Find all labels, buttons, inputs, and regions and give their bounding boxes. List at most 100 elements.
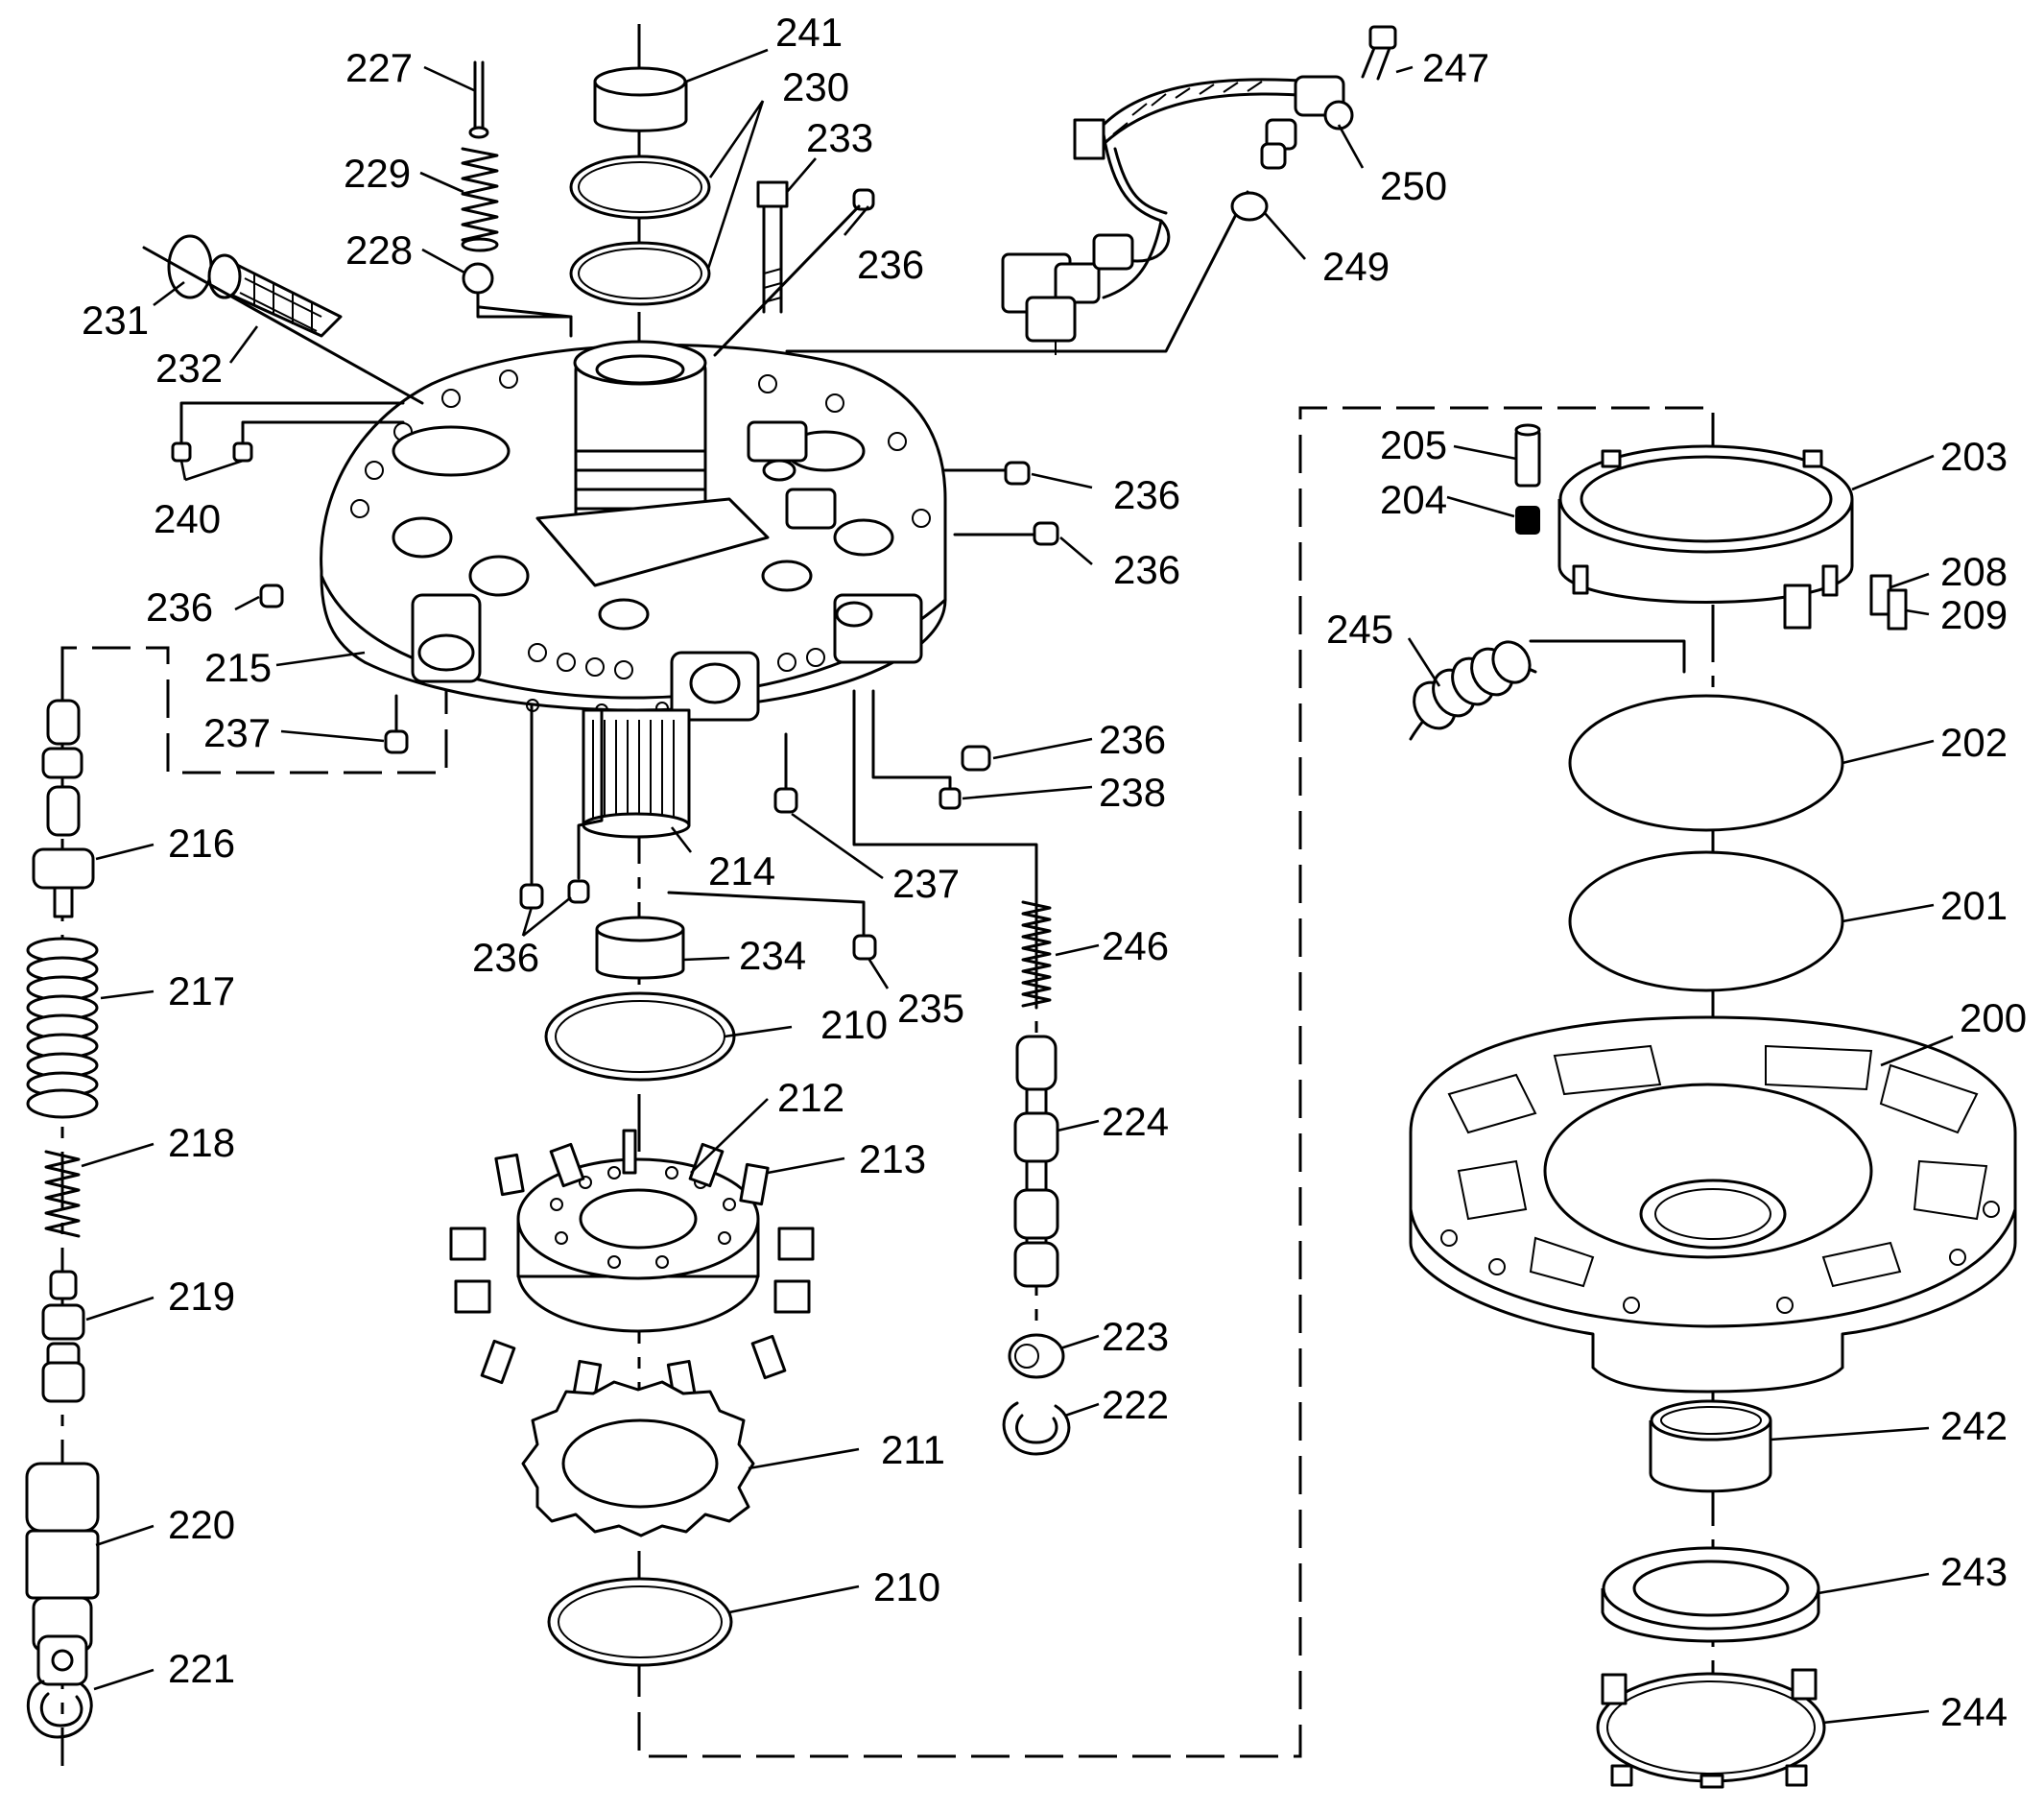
ring-203	[1557, 444, 1854, 630]
seal-ring-210-upper	[544, 991, 736, 1082]
label-223: 223	[1102, 1314, 1169, 1359]
plug-237-right	[773, 732, 798, 814]
plug-236-right-low	[961, 745, 991, 772]
plug-238	[871, 689, 962, 810]
label-209: 209	[1940, 592, 2008, 637]
label-202: 202	[1940, 720, 2008, 765]
label-224: 224	[1102, 1099, 1169, 1144]
label-249: 249	[1322, 244, 1390, 289]
label-200: 200	[1960, 995, 2027, 1040]
label-228: 228	[345, 227, 413, 273]
label-217: 217	[168, 968, 235, 1013]
bolt-247	[1361, 25, 1397, 81]
label-218: 218	[168, 1120, 235, 1165]
leader-lines	[81, 48, 1954, 1725]
seal-ring-210-lower	[547, 1577, 733, 1667]
label-243: 243	[1940, 1549, 2008, 1594]
pin-227	[468, 60, 489, 139]
plug-235	[852, 934, 877, 961]
valve-216	[32, 699, 95, 918]
vanes-213	[449, 1129, 815, 1409]
label-210-lower: 210	[873, 1564, 940, 1609]
plugs-236-lower-left	[519, 703, 604, 910]
plug-223	[1008, 1333, 1065, 1379]
ball-228	[462, 262, 494, 295]
spring-218	[44, 1150, 81, 1238]
label-211: 211	[881, 1427, 945, 1472]
label-220: 220	[168, 1502, 235, 1547]
label-236-right-mid: 236	[1113, 547, 1180, 592]
label-233: 233	[806, 115, 873, 160]
label-236-top: 236	[857, 242, 924, 287]
seal-rings-230	[569, 155, 711, 306]
spring-217	[26, 937, 99, 1119]
label-242: 242	[1940, 1403, 2008, 1448]
plug-236-right-upper	[943, 461, 1031, 486]
spring-245	[1409, 640, 1537, 741]
retainer-244	[1596, 1668, 1826, 1789]
valve-224	[1013, 1035, 1059, 1288]
pin-205	[1514, 423, 1541, 488]
spring-204	[1515, 506, 1540, 535]
label-247: 247	[1422, 45, 1489, 90]
label-241: 241	[775, 10, 843, 55]
plug-236-left	[259, 584, 284, 608]
pump-cover-200	[1409, 1015, 2017, 1394]
bolt-233	[756, 180, 789, 314]
label-216: 216	[168, 821, 235, 866]
pump-body-215	[320, 340, 947, 722]
rotor-212	[516, 1157, 760, 1333]
label-237-right: 237	[892, 861, 960, 906]
valve-219	[41, 1270, 85, 1403]
spacers-208-209	[1869, 574, 1908, 631]
ball-228-lead	[476, 291, 573, 319]
label-229: 229	[344, 151, 411, 196]
label-212: 212	[777, 1075, 844, 1120]
plug-236-top	[713, 188, 875, 357]
label-205: 205	[1380, 422, 1447, 467]
pump-shaft-214	[582, 708, 691, 839]
label-230: 230	[782, 64, 849, 109]
label-240: 240	[154, 496, 221, 541]
label-215: 215	[204, 645, 272, 690]
spring-229	[461, 147, 499, 252]
filter-232	[142, 246, 424, 405]
label-203: 203	[1940, 434, 2008, 479]
valve-sleeve-220	[25, 1462, 100, 1686]
spring-246	[1021, 900, 1052, 1008]
plug-236-right-mid	[953, 521, 1059, 546]
label-244: 244	[1940, 1689, 2008, 1734]
label-231: 231	[82, 298, 149, 343]
label-250: 250	[1380, 163, 1447, 208]
label-246: 246	[1102, 923, 1169, 968]
center-lines	[60, 24, 1715, 1785]
label-204: 204	[1380, 477, 1447, 522]
label-236-right-upper: 236	[1113, 472, 1180, 517]
slide-ring-211	[521, 1380, 755, 1537]
label-235: 235	[897, 986, 964, 1031]
label-245: 245	[1326, 607, 1393, 652]
harness	[1001, 75, 1354, 355]
label-213: 213	[859, 1136, 926, 1181]
label-221: 221	[168, 1646, 235, 1691]
retainer-221	[27, 1680, 93, 1739]
label-227: 227	[345, 45, 413, 90]
bushing-234	[595, 916, 685, 980]
seal-243	[1601, 1546, 1820, 1643]
o-ring-201	[1568, 850, 1844, 992]
label-214: 214	[708, 848, 775, 894]
label-236-left: 236	[146, 584, 213, 630]
label-222: 222	[1102, 1382, 1169, 1427]
label-236-right-low: 236	[1099, 717, 1166, 762]
label-208: 208	[1940, 549, 2008, 594]
label-238: 238	[1099, 770, 1166, 815]
label-210-upper: 210	[820, 1002, 888, 1047]
retainer-222	[1002, 1401, 1071, 1456]
label-237-left: 237	[203, 710, 271, 755]
label-234: 234	[739, 933, 806, 978]
label-219: 219	[168, 1274, 235, 1319]
label-201: 201	[1940, 883, 2008, 928]
part-labels: 227 229 228 231 232 240 236 215 237 216 …	[82, 10, 2027, 1734]
label-232: 232	[155, 346, 223, 391]
